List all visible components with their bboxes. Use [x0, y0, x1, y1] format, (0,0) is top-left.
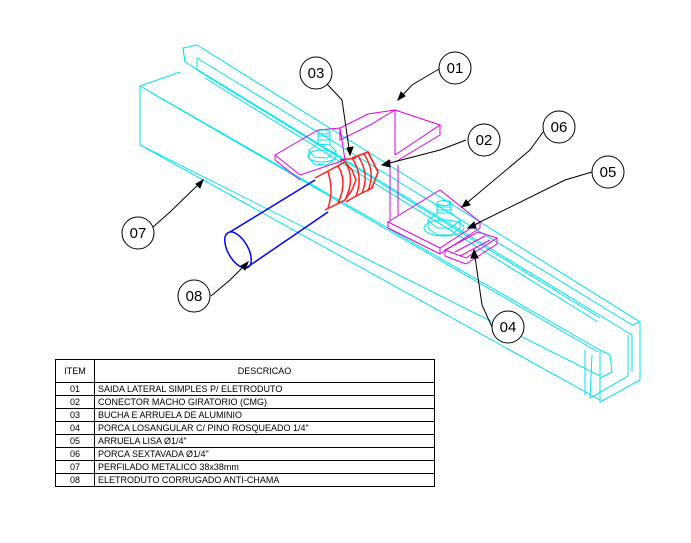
row-item: 06 — [55, 447, 95, 461]
callout-05: 05 — [591, 155, 625, 189]
row-description: CONECTOR MACHO GIRATORIO (CMG) — [94, 395, 435, 409]
callout-label: 05 — [600, 164, 617, 181]
row-description: BUCHA E ARRUELA DE ALUMINIO — [94, 408, 435, 422]
table-row: 02 CONECTOR MACHO GIRATORIO (CMG) — [55, 395, 435, 409]
header-description: DESCRICAO — [94, 359, 435, 383]
row-description: PERFILADO METALICO 38x38mm — [94, 460, 435, 474]
callout-04: 04 — [491, 310, 525, 344]
callout-label: 08 — [186, 288, 203, 305]
table-row: 06 PORCA SEXTAVADA Ø1/4" — [55, 447, 435, 461]
table-row: 07 PERFILADO METALICO 38x38mm — [55, 460, 435, 474]
row-description: PORCA LOSANGULAR C/ PINO ROSQUEADO 1/4" — [94, 421, 435, 435]
row-item: 07 — [55, 460, 95, 474]
bill-of-materials-table: ITEM DESCRICAO 01 SAIDA LATERAL SIMPLES … — [55, 359, 435, 487]
row-description: ELETRODUTO CORRUGADO ANTI-CHAMA — [94, 473, 435, 487]
header-item: ITEM — [55, 359, 95, 383]
callout-label: 03 — [308, 65, 325, 82]
conduit-tube — [224, 179, 329, 269]
callout-label: 07 — [130, 225, 147, 242]
bracket-plate — [274, 109, 499, 265]
callout-03: 03 — [299, 56, 333, 90]
table-row: 01 SAIDA LATERAL SIMPLES P/ ELETRODUTO — [55, 382, 435, 396]
callout-06: 06 — [542, 110, 576, 144]
callout-label: 06 — [551, 119, 568, 136]
row-description: PORCA SEXTAVADA Ø1/4" — [94, 447, 435, 461]
row-item: 03 — [55, 408, 95, 422]
table-row: 08 ELETRODUTO CORRUGADO ANTI-CHAMA — [55, 473, 435, 487]
row-item: 04 — [55, 421, 95, 435]
nut-and-washer-right — [423, 200, 465, 237]
table-row: 04 PORCA LOSANGULAR C/ PINO ROSQUEADO 1/… — [55, 421, 435, 435]
row-item: 05 — [55, 434, 95, 448]
callout-07: 07 — [121, 216, 155, 250]
row-item: 02 — [55, 395, 95, 409]
callout-08: 08 — [177, 279, 211, 313]
row-description: ARRUELA LISA Ø1/4" — [94, 434, 435, 448]
callout-label: 04 — [500, 319, 517, 336]
row-item: 08 — [55, 473, 95, 487]
table-row: 03 BUCHA E ARRUELA DE ALUMINIO — [55, 408, 435, 422]
callout-label: 02 — [476, 132, 493, 149]
table-header-row: ITEM DESCRICAO — [55, 359, 435, 383]
table-row: 05 ARRUELA LISA Ø1/4" — [55, 434, 435, 448]
callout-02: 02 — [467, 123, 501, 157]
row-description: SAIDA LATERAL SIMPLES P/ ELETRODUTO — [94, 382, 435, 396]
callout-label: 01 — [447, 60, 464, 77]
connector-fitting — [314, 151, 379, 211]
row-item: 01 — [55, 382, 95, 396]
nut-and-washer-left — [307, 129, 337, 166]
leader-lines — [152, 68, 593, 328]
callout-01: 01 — [438, 51, 472, 85]
